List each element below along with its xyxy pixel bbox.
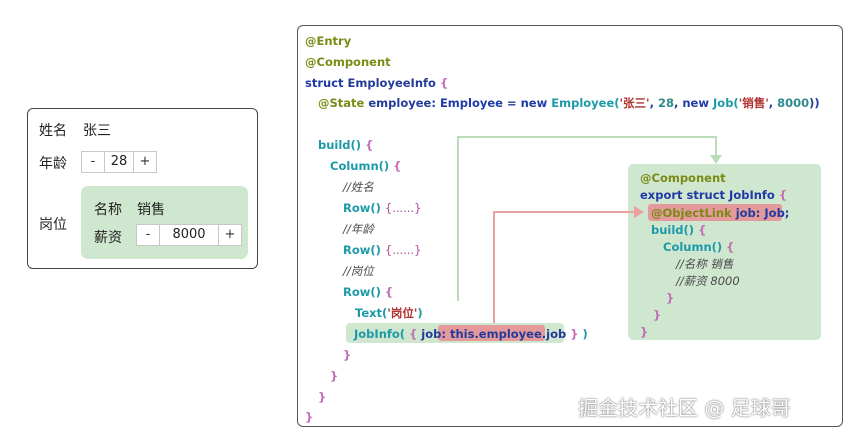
- job-param: job: [421, 327, 442, 341]
- salary-stepper: - 8000 +: [136, 224, 242, 246]
- jobinfo-call: JobInfo(: [354, 327, 406, 341]
- jobinfo-component-box: [628, 164, 821, 340]
- job-string: '销售': [738, 96, 769, 110]
- struct-name: EmployeeInfo: [347, 76, 436, 90]
- text-call: Text(: [355, 306, 388, 320]
- code-panel: @Entry @Component struct EmployeeInfo { …: [297, 25, 843, 427]
- pink-arrow-head: [634, 206, 644, 218]
- age-value[interactable]: 28: [110, 154, 128, 169]
- employee-constructor: Employee(: [551, 96, 620, 110]
- age-label: 年龄: [39, 156, 67, 172]
- export-struct-line: export struct JobInfo: [640, 188, 775, 202]
- job-argument: this.employee.job: [449, 327, 567, 341]
- job-title-value: 销售: [137, 202, 165, 218]
- comment-name: //姓名: [343, 180, 374, 194]
- salary-label: 薪资: [94, 230, 122, 246]
- salary-number: 8000: [777, 96, 810, 110]
- position-label: 岗位: [39, 217, 67, 233]
- arrows: [457, 136, 722, 323]
- comment-age: //年龄: [343, 222, 374, 236]
- objectlink-type: Job;: [764, 206, 790, 220]
- row-call-age: Row(): [343, 243, 381, 257]
- objectlink-prop: job: [735, 206, 756, 220]
- entry-decorator: @Entry: [305, 34, 352, 48]
- new-keyword: new: [520, 96, 548, 110]
- job-info-box: 名称 销售 薪资 - 8000 +: [81, 186, 248, 259]
- name-value: 张三: [83, 123, 111, 139]
- objectlink-arrow: [493, 211, 636, 323]
- state-type: Employee: [439, 96, 503, 110]
- preview-card: 姓名 张三 年龄 - 28 + 岗位 名称 销售 薪资 - 8000 +: [27, 108, 258, 269]
- job-arg-highlight: [438, 325, 545, 341]
- job-constructor: Job(: [713, 96, 739, 110]
- row-call-name: Row(): [343, 201, 381, 215]
- age-stepper: - 28 +: [81, 151, 157, 173]
- state-variable: employee: [368, 96, 432, 110]
- salary-value[interactable]: 8000: [172, 227, 206, 242]
- objectlink-decorator: @ObjectLink: [651, 206, 732, 220]
- salary-plus-button[interactable]: +: [218, 225, 241, 245]
- column-call: Column(): [330, 159, 390, 173]
- open-brace: {: [439, 76, 449, 90]
- watermark: 掘金技术社区 @ 足球哥: [578, 396, 791, 420]
- name-string: '张三': [619, 96, 650, 110]
- row-call-position: Row(): [343, 285, 381, 299]
- salary-minus-button[interactable]: -: [137, 225, 160, 245]
- component-decorator: @Component: [305, 55, 391, 69]
- green-arrow-head: [710, 155, 722, 164]
- jobinfo-component-decorator: @Component: [640, 171, 726, 185]
- age-minus-button[interactable]: -: [82, 152, 105, 172]
- age-number: 28: [657, 96, 674, 110]
- comment-salary: //薪资 8000: [676, 274, 740, 288]
- state-decorator: @State: [318, 96, 365, 110]
- name-label: 姓名: [39, 123, 67, 139]
- comment-position: //岗位: [343, 264, 374, 278]
- comment-title: //名称 销售: [676, 257, 734, 271]
- struct-keyword: struct: [305, 76, 344, 90]
- build-to-component-arrow: [457, 136, 717, 301]
- build-call: build(): [318, 138, 362, 152]
- component-build-call: build(): [651, 223, 695, 237]
- job-title-label: 名称: [94, 202, 122, 218]
- age-plus-button[interactable]: +: [133, 152, 156, 172]
- component-column-call: Column(): [663, 240, 723, 254]
- position-string: '岗位': [387, 306, 418, 320]
- objectlink-highlight: [648, 204, 782, 221]
